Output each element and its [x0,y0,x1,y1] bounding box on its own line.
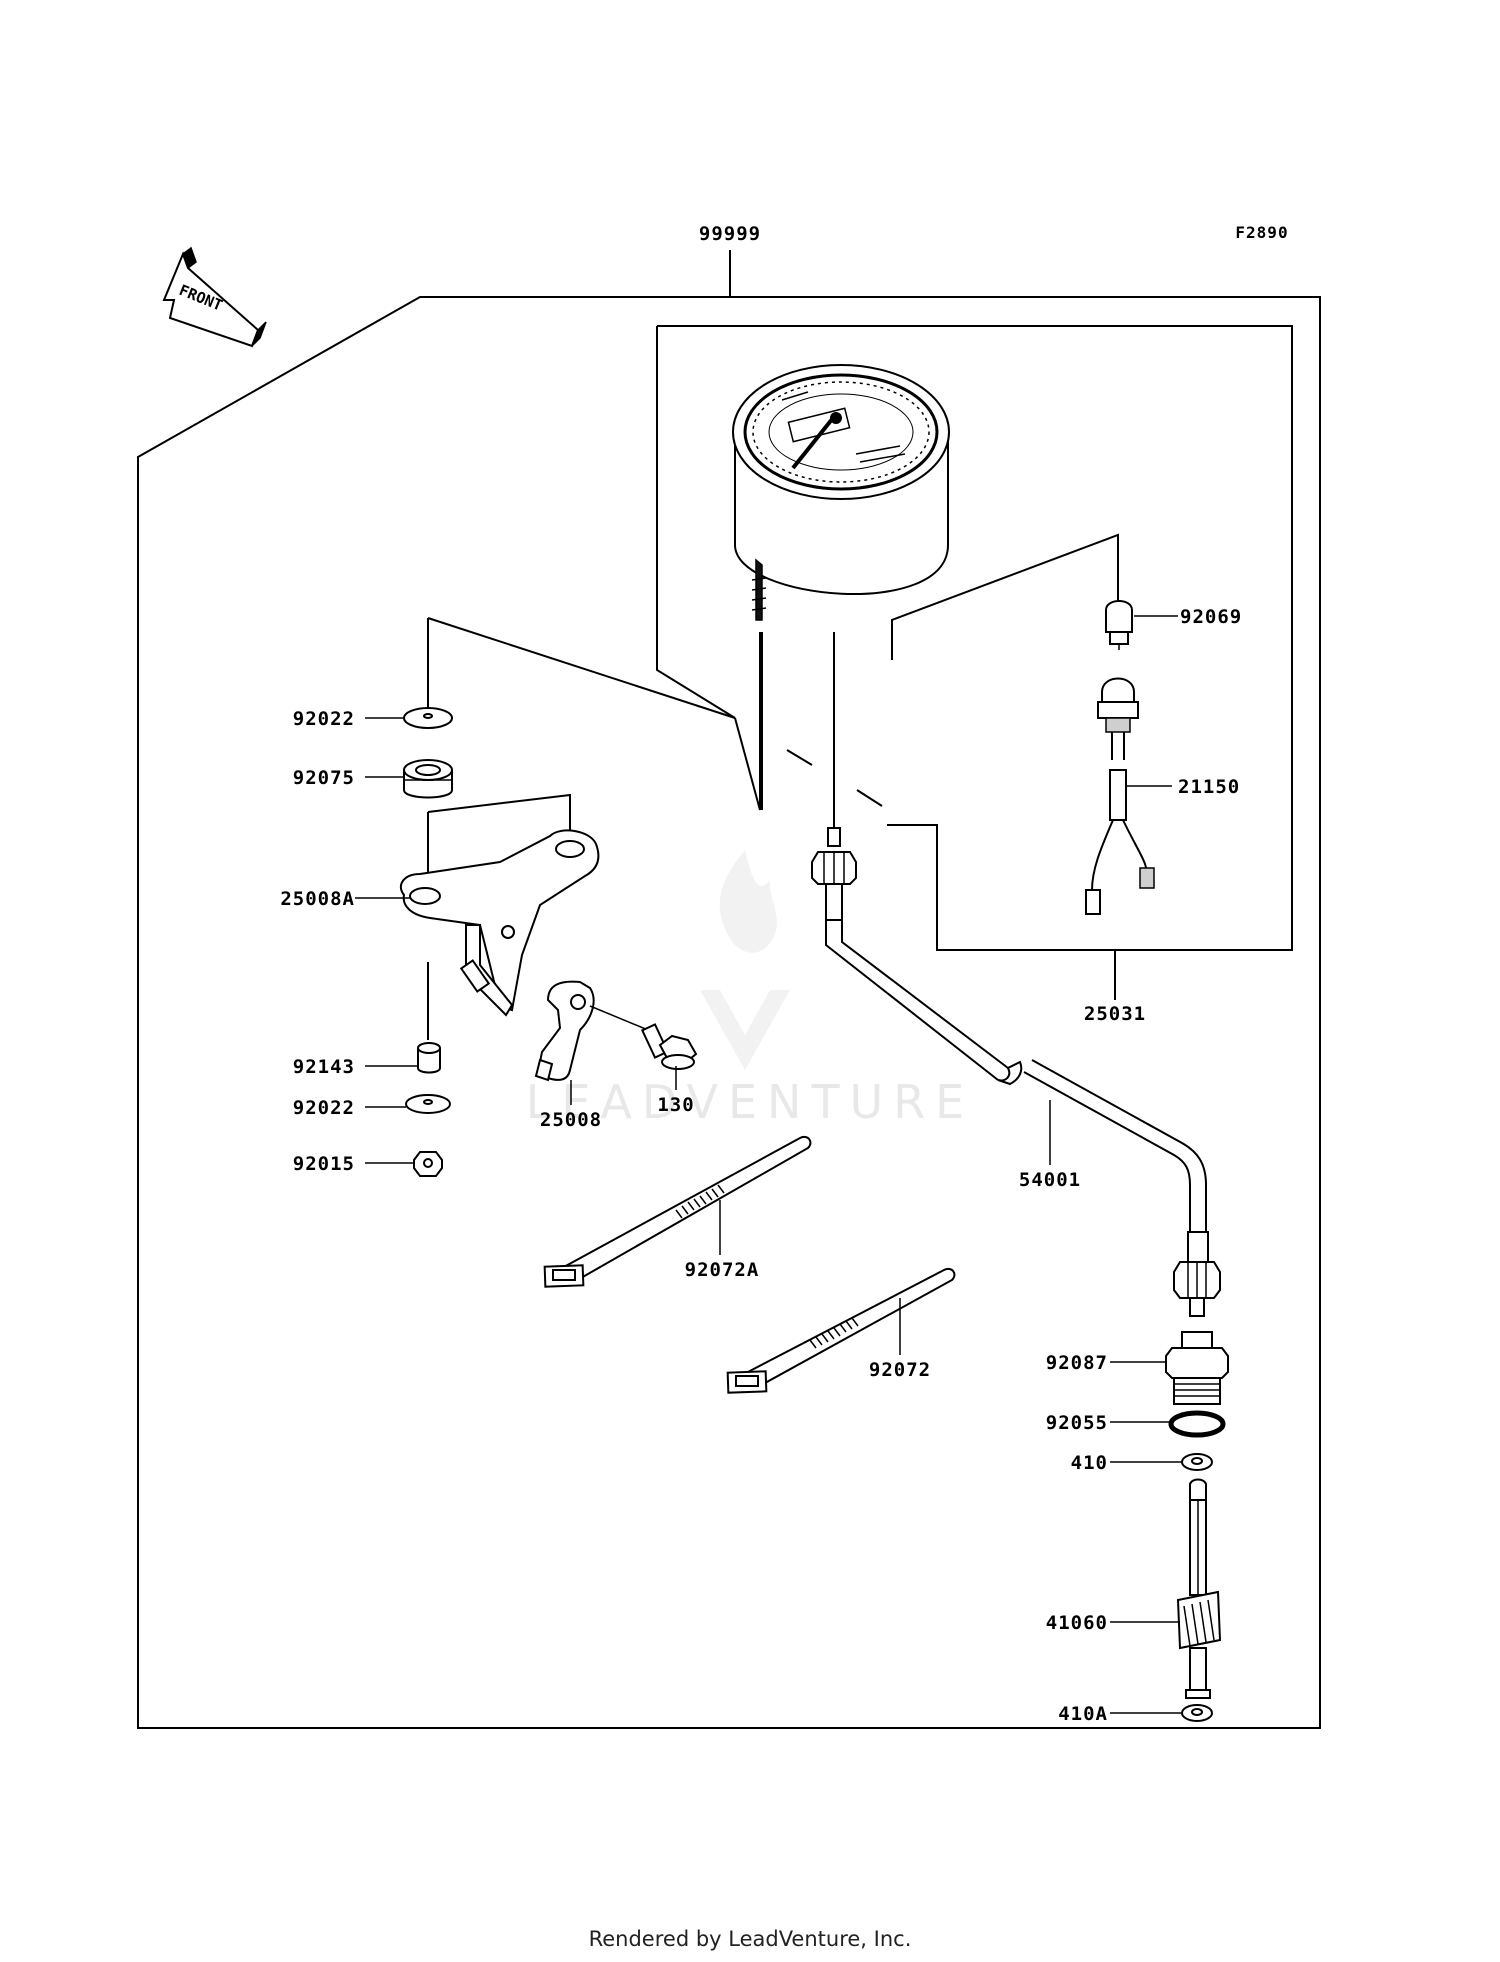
washer-92022-top: 92022 [293,707,453,730]
watermark-text: LEADVENTURE [526,1075,975,1129]
front-arrow-icon: FRONT [162,246,267,348]
bracket-25008A: 25008A [280,829,600,1017]
spacer-92143: 92143 [293,1042,441,1078]
bolt-130: 130 [589,1005,698,1116]
socket-harness-21150: 21150 [1085,677,1240,915]
callout-410: 410 [1071,1452,1108,1474]
assembly-frame: 99999 [137,223,1321,1729]
watermark-logo [700,850,790,1070]
fitting-92087: 92087 [1046,1331,1229,1405]
callout-410A: 410A [1058,1703,1108,1725]
callout-92069: 92069 [1180,606,1242,628]
callout-99999: 99999 [699,223,761,245]
callout-25008A: 25008A [280,888,355,910]
callout-54001: 54001 [1019,1169,1081,1191]
nut-92015: 92015 [293,1151,443,1177]
cable-tie-92072A: 92072A [543,1136,812,1288]
washer-410: 410 [1071,1452,1213,1474]
figure-code: F2890 [1235,223,1288,242]
cable-54001: 54001 [811,632,1221,1317]
bulb-leader-lines [761,533,1119,810]
tie-serrations-92072A [675,1184,725,1219]
bulb-92069: 92069 [1105,600,1242,650]
callout-92075: 92075 [293,767,355,789]
meter-subframe: 25031 [656,325,1293,1025]
callout-92015: 92015 [293,1153,355,1175]
watermark: LEADVENTURE [526,850,975,1129]
callout-25031: 25031 [1084,1003,1146,1025]
tie-serrations-92072 [809,1317,859,1349]
speedometer-gauge [732,364,950,621]
footer-credit: Rendered by LeadVenture, Inc. [589,1927,912,1951]
callout-41060: 41060 [1046,1612,1108,1634]
callout-21150: 21150 [1178,776,1240,798]
o-ring-92055: 92055 [1046,1410,1226,1438]
callout-25008: 25008 [540,1109,602,1131]
washer-92022-bottom: 92022 [293,1094,451,1119]
callout-92087: 92087 [1046,1352,1108,1374]
callout-92072: 92072 [869,1359,931,1381]
callout-130: 130 [657,1094,694,1116]
bracket-leader-lines [427,617,761,1040]
grommet-92075: 92075 [293,759,453,799]
callout-92022-top: 92022 [293,708,355,730]
callout-92072A: 92072A [685,1259,760,1281]
gear-shaft-41060: 41060 [1046,1478,1222,1699]
callout-92055: 92055 [1046,1412,1108,1434]
callout-92022-bottom: 92022 [293,1097,355,1119]
washer-410A: 410A [1058,1703,1213,1725]
cable-tie-92072: 92072 [726,1268,956,1394]
callout-92143: 92143 [293,1056,355,1078]
clamp-25008: 25008 [534,980,602,1131]
